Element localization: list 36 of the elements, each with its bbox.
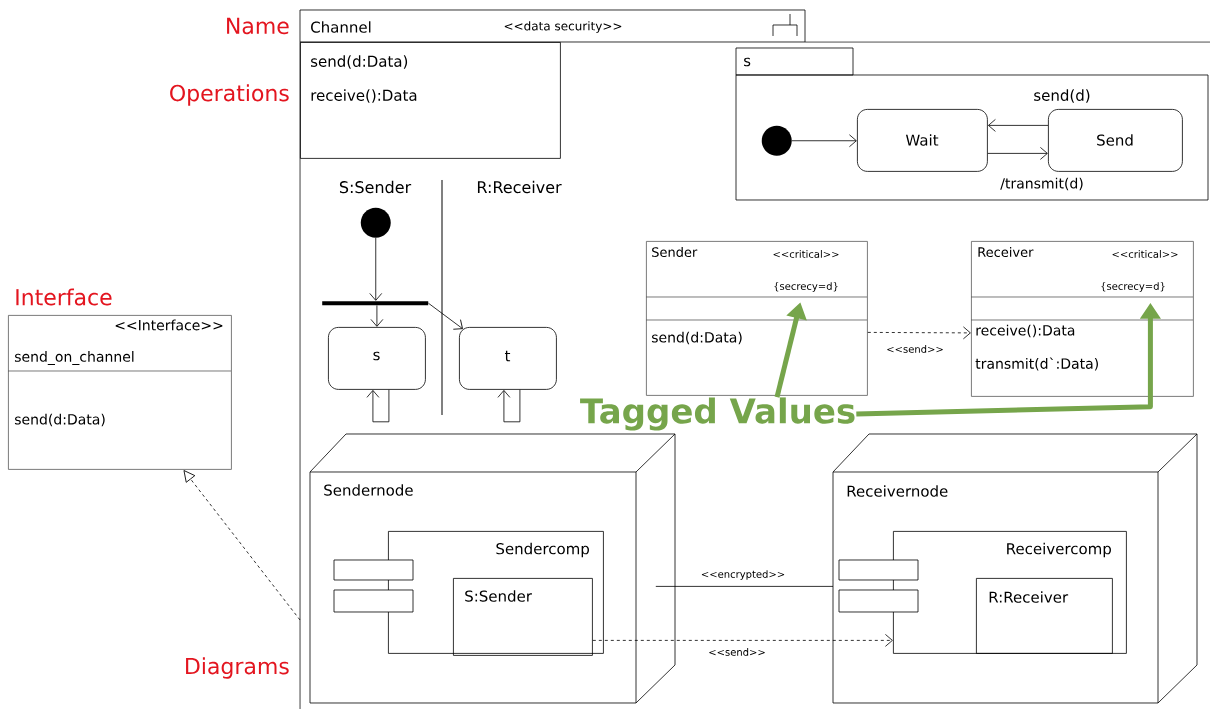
- arrow: [370, 305, 384, 327]
- class-box: Receiver <<critical>> {secrecy=d} receive():Data transmit(d`:Data): [970, 241, 1194, 397]
- partition-label: R:Receiver: [477, 180, 562, 194]
- state-box: Wait: [857, 109, 988, 172]
- edge-label: <<send>>: [707, 647, 767, 657]
- edge-label: <<send>>: [885, 344, 945, 354]
- interface-box: <<Interface>> send_on_channel send(d:Data): [7, 315, 232, 470]
- arrow: [497, 389, 521, 423]
- annotation-label: Diagrams: [186, 657, 289, 679]
- partition-label: S:Sender: [339, 180, 412, 194]
- arrow: [369, 237, 383, 301]
- action-box: s: [328, 327, 426, 390]
- object-box: S:Sender: [453, 578, 593, 656]
- node-label: s: [744, 57, 751, 67]
- class-box: Sender <<critical>> {secrecy=d} send(d:Data): [645, 241, 868, 396]
- arrow: [366, 389, 390, 423]
- annotation-label: Name: [227, 17, 289, 35]
- edge-label: /transmit(d): [999, 176, 1085, 192]
- arrow: [183, 470, 301, 621]
- callout-text: Tagged Values: [580, 397, 855, 431]
- action-box: t: [459, 327, 557, 390]
- object-box: R:Receiver: [976, 578, 1113, 654]
- arrow: [428, 302, 463, 330]
- initial-state: [761, 125, 792, 156]
- arrow: [987, 147, 1048, 160]
- operations-box: send(d:Data) receive():Data: [300, 42, 561, 159]
- state-box: Send: [1048, 109, 1183, 172]
- arrow: [988, 119, 1049, 132]
- connector-line: [655, 586, 834, 587]
- fork-bar: [322, 301, 429, 306]
- initial-node: [360, 207, 391, 238]
- edge-label: send(d): [1032, 88, 1092, 104]
- arrow: [592, 634, 893, 647]
- arrow: [791, 134, 857, 148]
- arrow: [867, 326, 971, 340]
- edge-label: <<encrypted>>: [699, 569, 787, 581]
